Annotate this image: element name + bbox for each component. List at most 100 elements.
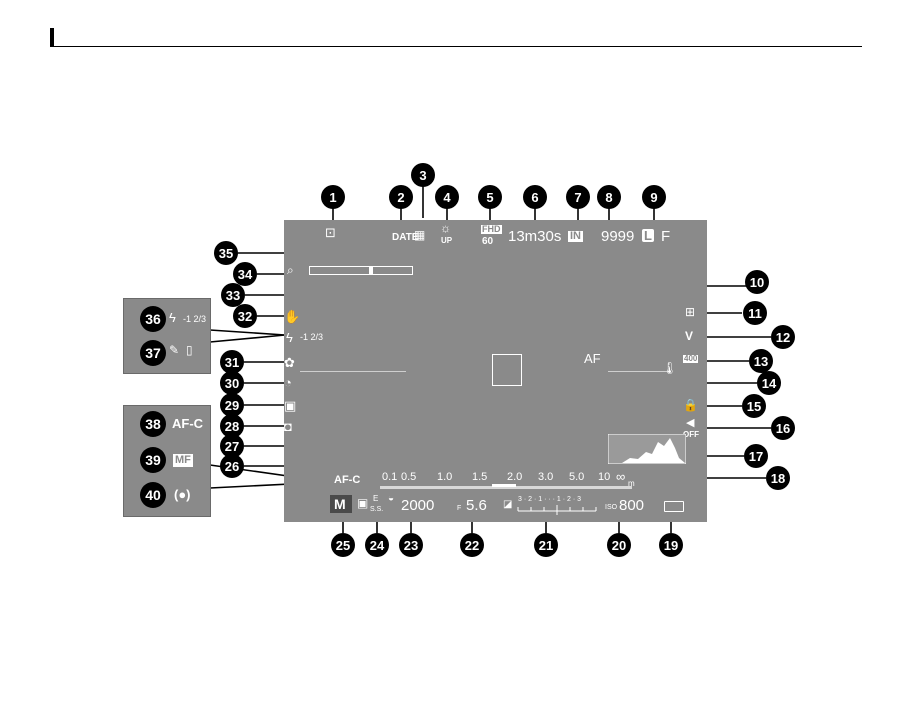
distance-tick-4: 2.0: [507, 471, 523, 483]
af-c-tag: AF-C: [172, 416, 204, 431]
right-guide-line: [608, 371, 670, 372]
flash-icon-detail: ϟ: [169, 310, 176, 325]
callout-27: 27: [220, 434, 244, 458]
distance-tick-8: ∞: [616, 469, 626, 484]
distance-tick-0: 0.1: [382, 471, 398, 483]
drive-mode-icon: ▣: [284, 398, 297, 413]
callout-25: 25: [331, 533, 355, 557]
callout-5: 5: [478, 185, 502, 209]
distance-tick-3: 1.5: [472, 471, 488, 483]
mode-box: [330, 495, 352, 513]
distance-unit: m: [628, 479, 635, 488]
zoom-bar-marker: [369, 266, 373, 275]
callout-19: 19: [659, 533, 683, 557]
callout-29: 29: [220, 393, 244, 417]
callout-34: 34: [233, 262, 257, 286]
exposure-comp-icon: ◪: [503, 499, 513, 510]
exposure-mode: M: [334, 496, 346, 512]
focus-frame: [492, 354, 522, 386]
left-guide-line: [300, 371, 406, 372]
callout-1: 1: [321, 185, 345, 209]
up-label: UP: [441, 236, 453, 245]
macro-icon: ✿: [284, 355, 295, 370]
flash-comp-detail: -1 2/3: [183, 314, 207, 324]
callout-13: 13: [749, 349, 773, 373]
shutter-type-icon: E: [373, 494, 379, 503]
callout-28: 28: [220, 414, 244, 438]
callout-26: 26: [220, 454, 244, 478]
callout-33: 33: [221, 283, 245, 307]
callout-37: 37: [140, 340, 166, 366]
exposure-scale: 3 · 2 · 1 · · · 1 · 2 · 3: [518, 496, 582, 503]
callout-40: 40: [140, 482, 166, 508]
phone-icon: ▯: [186, 343, 193, 357]
callout-11: 11: [743, 301, 767, 325]
callout-14: 14: [757, 371, 781, 395]
callout-6: 6: [523, 185, 547, 209]
callout-7: 7: [566, 185, 590, 209]
callout-21: 21: [534, 533, 558, 557]
callout-8: 8: [597, 185, 621, 209]
shutter-lock-icon: ◒: [388, 493, 395, 504]
callout-15: 15: [742, 394, 766, 418]
callout-23: 23: [399, 533, 423, 557]
flash-icon: ϟ: [286, 330, 293, 345]
lock-icon: 🔒: [683, 398, 698, 412]
af-mode-box: [123, 405, 211, 517]
aperture-value: 5.6: [466, 497, 487, 514]
stabilizer-icon: ✋: [284, 309, 301, 324]
dynamic-range-label: 400: [683, 354, 699, 363]
shutter-label: S.S.: [370, 506, 384, 513]
callout-31: 31: [220, 350, 244, 374]
battery-charge-icon: ⊞: [685, 305, 696, 319]
aperture-label: F: [457, 505, 462, 512]
callout-2: 2: [389, 185, 413, 209]
self-timer-icon: ◔: [284, 375, 292, 390]
section-marker: [50, 28, 54, 47]
movie-fps-label: 60: [482, 236, 494, 247]
brightness-icon: ☼: [440, 221, 451, 235]
zoom-bar: [309, 266, 413, 275]
distance-tick-7: 10: [598, 471, 611, 483]
date-stamp-label: DATE: [392, 232, 419, 243]
flash-comp-value: -1 2/3: [300, 332, 324, 342]
callout-22: 22: [460, 533, 484, 557]
exposure-indicator: [517, 505, 597, 515]
mf-tag: MF: [173, 454, 193, 467]
af-mode-label: AF-C: [334, 474, 361, 486]
callout-12: 12: [771, 325, 795, 349]
storage-label: IN: [568, 230, 583, 242]
callout-10: 10: [745, 270, 769, 294]
pen-icon: ✎: [169, 343, 180, 357]
callout-32: 32: [233, 304, 257, 328]
callout-4: 4: [435, 185, 459, 209]
movie-quality-label: FHD: [481, 224, 502, 234]
zoom-icon: ⌕: [287, 263, 294, 277]
sound-off-label: OFF: [683, 430, 699, 439]
header-rule: [54, 46, 862, 47]
distance-tick-5: 3.0: [538, 471, 554, 483]
temperature-icon: 🌡: [662, 361, 678, 375]
callout-36: 36: [140, 306, 166, 332]
scene-icon: ▦: [414, 228, 426, 242]
callout-20: 20: [607, 533, 631, 557]
distance-marker: [492, 484, 516, 487]
camera-icon: ◘: [284, 419, 292, 434]
callout-35: 35: [214, 241, 238, 265]
distance-bar: [380, 486, 632, 489]
distance-tick-2: 1.0: [437, 471, 453, 483]
shutter-speed: 2000: [401, 497, 435, 514]
sound-icon: ◀: [686, 417, 695, 429]
af-s-tag: (●): [174, 487, 191, 502]
callout-39: 39: [140, 447, 166, 473]
callout-18: 18: [766, 466, 790, 490]
callout-24: 24: [365, 533, 389, 557]
callout-3: 3: [411, 163, 435, 187]
metering-icon: ▣: [357, 496, 369, 510]
iso-value: 800: [619, 497, 645, 514]
flash-detail-box: [123, 298, 211, 374]
battery-icon: [664, 501, 684, 512]
callout-9: 9: [642, 185, 666, 209]
callout-30: 30: [220, 371, 244, 395]
focus-indicator: AF: [584, 351, 601, 366]
